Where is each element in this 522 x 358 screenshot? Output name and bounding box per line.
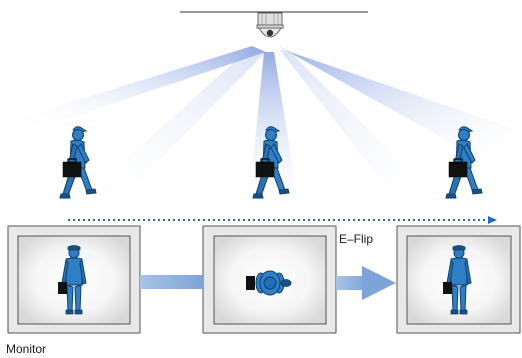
eflip-label: E–Flip [339,232,374,246]
view-beam-left [14,46,266,128]
path-arrowhead [488,216,497,224]
view-beam-right-lower [280,50,440,205]
walking-person-icon [59,126,97,199]
dome-camera-icon [256,12,284,38]
top-view-person-icon [246,270,292,296]
view-beam-right [278,46,512,170]
arrow-right-icon [140,275,203,289]
monitor-label: Monitor [6,342,47,356]
arrow-right-icon [336,266,396,300]
view-beam-left-lower [80,46,266,200]
